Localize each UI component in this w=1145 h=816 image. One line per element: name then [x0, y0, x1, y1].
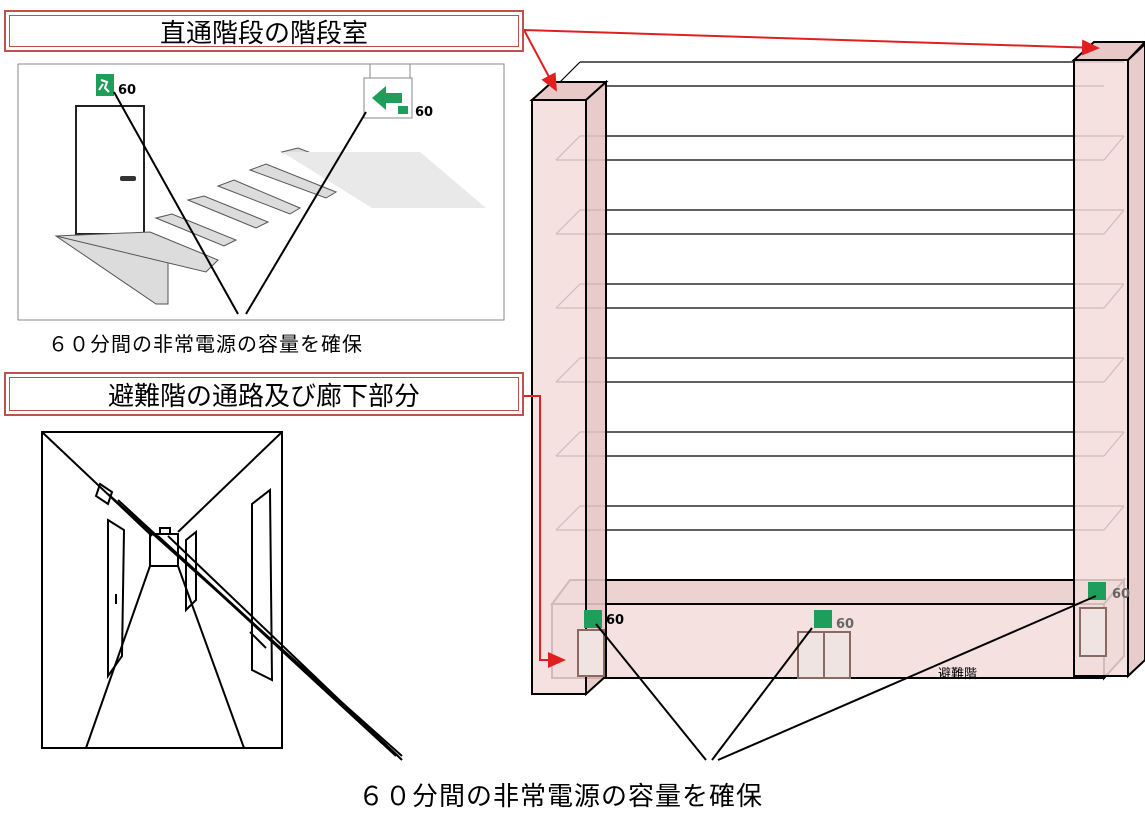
stair-arrow-sign-label: 60 — [415, 105, 433, 120]
building-pointer-lines — [595, 595, 1097, 761]
bottom-capacity-caption: ６０分間の非常電源の容量を確保 — [358, 782, 764, 812]
floor-slabs — [555, 135, 1125, 531]
evacuation-floor-label: 避難階 — [938, 667, 977, 682]
door-knob-icon — [120, 176, 136, 181]
stair-capacity-caption: ６０分間の非常電源の容量を確保 — [48, 332, 363, 356]
bldg-sign-left-label: 60 — [606, 613, 624, 628]
emergency-exit-sign-icon — [96, 74, 114, 96]
stair-door-sign-label: 60 — [118, 83, 136, 98]
evac-corridor-title: 避難階の通路及び廊下部分 — [4, 372, 524, 416]
stair-pointer-lines — [113, 91, 367, 315]
corridor-illustration — [41, 431, 403, 761]
bldg-sign-center-label: 60 — [836, 617, 854, 632]
emergency-exit-sign-icon — [584, 582, 1106, 628]
stair-room-title: 直通階段の階段室 — [4, 10, 524, 52]
exit-arrow-sign-icon — [363, 64, 413, 119]
callout-arrows — [523, 29, 1100, 668]
stair-illustration: 60 60 — [17, 63, 505, 321]
building-doors — [577, 607, 1107, 679]
right-stair-shaft — [1071, 41, 1145, 679]
building-cutaway: 60 60 60 避難階 — [529, 41, 1145, 761]
corridor-frame — [41, 431, 283, 749]
stair-door — [75, 105, 145, 235]
bldg-sign-right-label: 60 — [1112, 587, 1130, 602]
left-stair-shaft — [529, 79, 609, 697]
